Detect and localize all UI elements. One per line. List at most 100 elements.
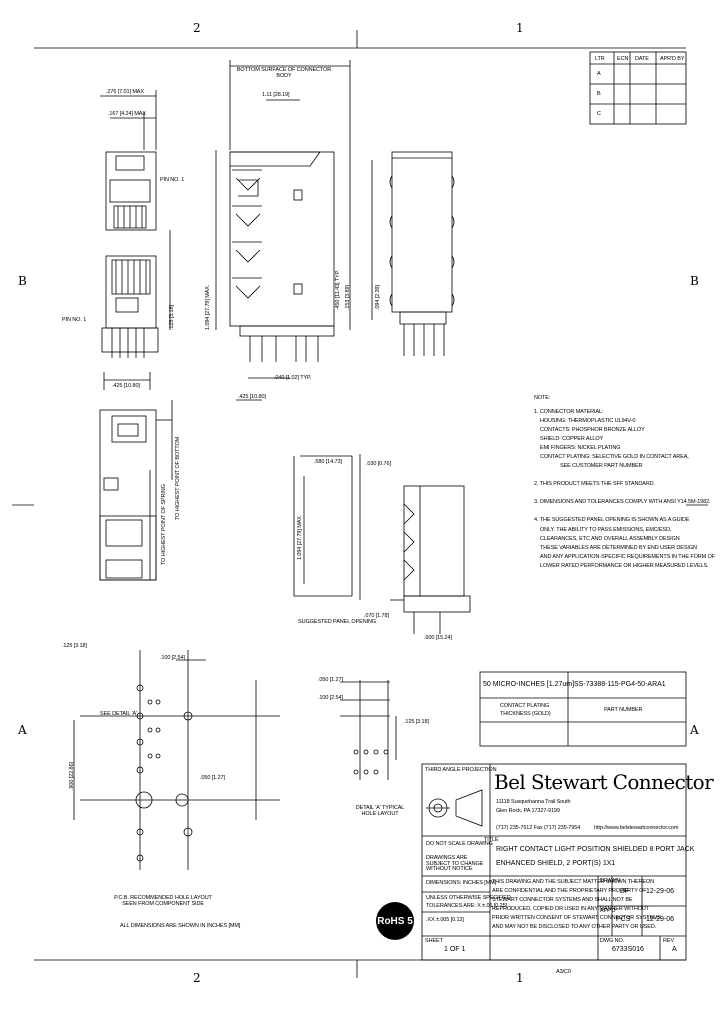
dim-125-side: .125 [3.18] [169, 305, 175, 330]
jack-front-view [215, 60, 351, 401]
note-1b: CONTACTS: PHOSPHOR BRONZE ALLOY [540, 427, 645, 433]
tolerance-2: TOLERANCES ARE: X ±.01 [0.25] [426, 903, 508, 909]
dim-125-pcb: .125 [3.18] [62, 643, 87, 649]
note-4c: THESE VARIABLES ARE DETERMINED BY END US… [540, 545, 697, 551]
tolerance-3: .XX ±.005 [0.13] [426, 917, 464, 923]
sheet-size: A3/C0 [556, 969, 571, 975]
appd-label: APP'D [600, 908, 616, 914]
note-1: 1. CONNECTOR MATERIAL: [534, 409, 604, 415]
zone-label-top-1: 1 [516, 21, 524, 35]
note-1a: HOUSING: THERMOPLASTIC UL94V-0 [540, 418, 636, 424]
plating-label-2: THICKNESS (GOLD) [500, 711, 551, 717]
part-number-block-grid [479, 671, 687, 747]
prop-1: THIS DRAWING AND THE SUBJECT MATTER SHOW… [492, 879, 654, 885]
detail-a-caption: DETAIL 'A' TYPICAL HOLE LAYOUT [355, 805, 405, 817]
prop-6: AND MAY NOT BE DISCLOSED TO ANY OTHER PA… [492, 924, 657, 930]
scale-note: DO NOT SCALE DRAWING [426, 841, 493, 847]
dim-125-detail: .125 [3.18] [404, 719, 429, 725]
drawn-by: BF [620, 888, 629, 895]
drawn-date: 12-29-06 [646, 888, 675, 895]
title-line-2: ENHANCED SHIELD, 2 PORT(S) 1X1 [496, 860, 616, 867]
note-1c: SHIELD: COPPER ALLOY [540, 436, 604, 442]
sheet-value: 1 OF 1 [444, 946, 466, 953]
dim-050-detail: .050 [1.27] [318, 677, 343, 683]
dim-450: .450 [11.43] TYP. [335, 270, 341, 310]
rev-header-ecn: ECN [617, 56, 629, 62]
rev-header-date: DATE [635, 56, 649, 62]
note-4: 4. THE SUGGESTED PANEL OPENING IS SHOWN … [534, 517, 690, 523]
dim-900: .900 [22.86] [69, 762, 75, 790]
appd-date: 12-29-06 [646, 916, 675, 923]
zone-label-bottom-2: 2 [193, 971, 201, 985]
dim-276: .276 [7.01] MAX [106, 89, 144, 95]
rev-header-ltr: LTR [595, 56, 605, 62]
dim-highest-point-spring: TO HIGHEST POINT OF SPRING [161, 484, 167, 565]
plating-value: 50 MICRO-INCHES [1.27um] [483, 681, 575, 688]
rev-value: A [672, 946, 677, 953]
rohs-badge: RoHS 5 [376, 902, 414, 940]
rev-header-apprd: APR'D BY [660, 56, 685, 62]
dim-050-pcb: .050 [1.27] [200, 775, 225, 781]
zone-label-bottom-1: 1 [516, 971, 524, 985]
prop-2: ARE CONFIDENTIAL AND THE PROPRIETARY PRO… [492, 888, 647, 894]
dwg-no: 6733S016 [612, 946, 644, 953]
note-2: 2. THIS PRODUCT MEETS THE SFF STANDARD. [534, 481, 655, 487]
note-1e: CONTACT PLATING: SELECTIVE GOLD IN CONTA… [540, 454, 689, 460]
projection-label: THIRD ANGLE PROJECTION [425, 767, 497, 773]
note-4e: LOWER RATED PERFORMANCE OR HIGHER MEASUR… [540, 563, 709, 569]
zone-label-top-2: 2 [193, 21, 201, 35]
dim-highest-point-bottom: TO HIGHEST POINT OF BOTTOM [175, 436, 181, 520]
zone-label-right-a: A [690, 723, 699, 737]
note-1d: EMI FINGERS: NICKEL PLATING [540, 445, 621, 451]
dim-070: .070 [1.78] [364, 613, 389, 619]
pcb-hole-layout [73, 650, 280, 870]
note-4b: CLEARANCES, ETC AND OVERALL ASSEMBLY DES… [540, 536, 680, 542]
pin-no-1-bottom: PIN NO. 1 [62, 317, 87, 323]
dim-580: .580 [14.73] [314, 459, 342, 465]
note-4d: AND ANY APPLICATION-SPECIFIC REQUIREMENT… [540, 554, 716, 560]
notes-title: NOTE: [534, 395, 551, 401]
dim-100-detail: .100 [2.54] [318, 695, 343, 701]
dim-094: .094 [2.39] [375, 285, 381, 310]
dim-425-side: .425 [10.80] [112, 383, 140, 389]
note-1f: SEE CUSTOMER PART NUMBER [560, 463, 643, 469]
jack-top-view [99, 400, 173, 581]
company-address-1: 11118 Susquehanna Trail South [496, 799, 571, 805]
plating-label: CONTACT PLATING [500, 703, 550, 709]
zone-label-left-b: B [18, 274, 27, 288]
dim-111: 1.11 [28.19] [262, 92, 290, 98]
drawn-label: DRAWN [600, 878, 621, 884]
dims-label: DIMENSIONS: INCHES [MM] [426, 880, 497, 886]
pcb-recommended-note: P.C.B. RECOMMENDED HOLE LAYOUT SEEN FROM… [114, 895, 212, 907]
detail-a-hole-layout [340, 680, 397, 780]
title-label: TITLE [484, 837, 499, 843]
company-address-2: Glen Rock, PA 17327-9199 [496, 808, 560, 814]
change-note: DRAWINGS ARE SUBJECT TO CHANGE WITHOUT N… [426, 855, 484, 872]
dim-040: .040 [1.02] TYP. [274, 375, 312, 381]
company-website: http://www.belstewartconnector.com [594, 825, 679, 831]
dim-1030: 1.094 [27.79] MAX. [297, 514, 303, 560]
jack-back-view [371, 151, 455, 356]
appd-by: PCS [616, 916, 631, 923]
part-number-label: PART NUMBER [604, 707, 643, 713]
dim-100-pcb: .100 [2.54] [160, 655, 185, 661]
sheet-label: SHEET [425, 938, 443, 944]
dim-600: .600 [15.24] [424, 635, 452, 641]
rev-row-b: B [597, 91, 601, 97]
panel-opening-view [293, 454, 471, 634]
all-dims-note: ALL DIMENSIONS ARE SHOWN IN INCHES [MM] [120, 923, 241, 929]
part-number-value: SS-73388-115-PG4-50-ARA1 [574, 681, 666, 688]
dim-1094: 1.094 [27.79] MAX. [205, 284, 211, 330]
note-4a: ONLY. THE ABILITY TO PASS EMISSIONS, EMC… [540, 527, 672, 533]
dim-bottom-surface: BOTTOM SURFACE OF CONNECTOR BODY [236, 67, 332, 79]
rohs-text: RoHS 5 [377, 915, 413, 927]
company-phone: (717) 235-7512 Fax (717) 235-7954 [496, 825, 581, 831]
rev-row-c: C [597, 111, 601, 117]
note-3: 3. DIMENSIONS AND TOLERANCES COMPLY WITH… [534, 499, 711, 505]
zone-label-right-b: B [690, 274, 699, 288]
pin-no-1-top: PIN NO. 1 [160, 177, 185, 183]
company-brand: Bel Stewart Connector [494, 770, 714, 794]
title-block-grid [421, 763, 687, 961]
suggested-panel-opening: SUGGESTED PANEL OPENING [298, 619, 377, 625]
dim-153: .153 [3.89] [345, 285, 351, 310]
